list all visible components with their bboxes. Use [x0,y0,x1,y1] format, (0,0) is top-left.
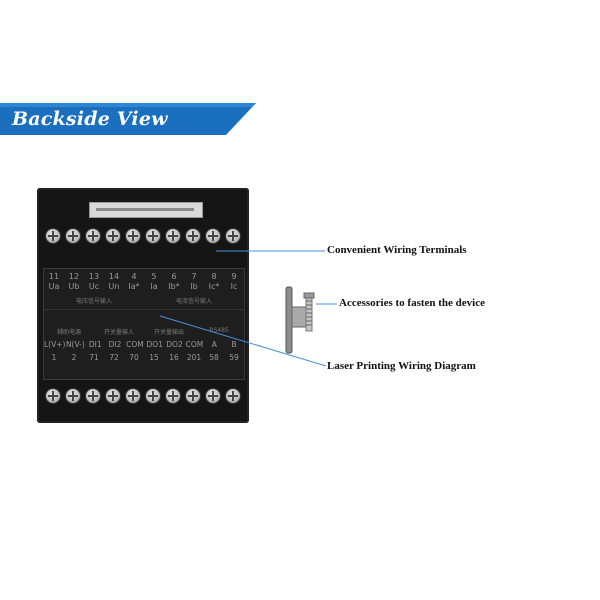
terminal-screw-icon [185,228,201,244]
banner-shape [0,103,256,135]
terminal-number: 5 [151,272,157,281]
terminal-number: 6 [171,272,177,281]
terminal-screw-icon [145,388,161,404]
terminal-signal: Ic [230,282,238,291]
terminal-number: 201 [186,353,202,362]
terminal-number: 70 [129,353,139,362]
terminal-signal: DO2 [166,340,183,349]
terminal-screw-icon [105,228,121,244]
terminal-group-label: 辅助电源 [56,329,81,336]
terminal-number: 8 [211,272,217,281]
terminal-number: 13 [88,272,100,281]
terminal-group-label: RS485 [209,327,229,334]
terminal-screw-icon [225,228,241,244]
terminal-signal: DI1 [88,340,102,349]
terminal-signal: Un [108,282,120,291]
terminal-screw-icon [65,388,81,404]
banner-title: Backside View [12,108,168,130]
terminal-number: 4 [131,272,137,281]
terminal-screw-icon [165,228,181,244]
terminal-signal: COM [185,340,204,349]
device-label-sticker [89,202,203,218]
section-banner: Backside View [0,103,260,135]
device-back-panel: 11 12 13 14 4 5 6 7 8 9 Ua Ub Uc Un Ia* … [37,188,249,423]
terminal-group-row-bottom: 辅助电源 开关量输入 开关量输出 RS485 [44,327,244,336]
terminal-screw-icon [145,228,161,244]
callout-wiring-terminals: Convenient Wiring Terminals [327,244,467,256]
terminal-screw-icon [185,388,201,404]
terminal-screw-icon [165,388,181,404]
terminal-signal: DO1 [146,340,163,349]
terminal-signal: Ib* [168,282,180,291]
terminal-number: 59 [229,353,239,362]
panel-divider [44,309,244,310]
terminal-number: 14 [108,272,120,281]
terminal-screw-icon [205,388,221,404]
terminal-screw-icon [205,228,221,244]
terminal-screw-icon [125,228,141,244]
terminal-signal-row-bottom: L(V+) N(V-) DI1 DI2 COM DO1 DO2 COM A B [44,340,244,349]
terminal-number: 1 [51,353,57,362]
terminal-signal: B [231,340,237,349]
terminal-signal: L(V+) [44,340,66,349]
terminal-group-label: 电流信号输入 [175,298,212,305]
terminal-number: 16 [169,353,179,362]
terminal-screw-icon [45,388,61,404]
terminal-group-label: 开关量输入 [103,329,134,336]
terminal-signal: A [211,340,217,349]
terminal-number: 58 [209,353,219,362]
terminal-group-row-top: 电压信号输入 电流信号输入 [44,296,244,305]
terminal-number: 2 [71,353,77,362]
terminal-signal: Ua [48,282,60,291]
terminal-number: 12 [68,272,80,281]
terminal-signal: DI2 [108,340,122,349]
terminal-number: 15 [149,353,159,362]
terminal-group-label: 电压信号输入 [75,298,112,305]
terminal-signal: Ia* [128,282,140,291]
wiring-diagram-panel: 11 12 13 14 4 5 6 7 8 9 Ua Ub Uc Un Ia* … [43,268,245,380]
bottom-terminal-row [37,388,249,404]
terminal-signal: N(V-) [65,340,85,349]
mounting-bracket-icon [285,286,315,354]
top-terminal-row [37,228,249,244]
terminal-screw-icon [225,388,241,404]
terminal-screw-icon [105,388,121,404]
terminal-signal: Ib [190,282,198,291]
terminal-number: 11 [48,272,60,281]
terminal-number-row-top: 11 12 13 14 4 5 6 7 8 9 [44,272,244,281]
terminal-signal: Ia [150,282,158,291]
terminal-number-row-bottom: 1 2 71 72 70 15 16 201 58 59 [44,353,244,362]
terminal-number: 72 [109,353,119,362]
terminal-number: 71 [89,353,99,362]
terminal-signal: Ic* [208,282,220,291]
terminal-screw-icon [85,388,101,404]
callout-wiring-diagram: Laser Printing Wiring Diagram [327,360,476,372]
callout-accessories: Accessories to fasten the device [339,297,486,309]
terminal-screw-icon [85,228,101,244]
terminal-number: 7 [191,272,197,281]
terminal-number: 9 [231,272,237,281]
terminal-screw-icon [125,388,141,404]
terminal-group-label: 开关量输出 [153,329,184,336]
terminal-signal: Uc [88,282,100,291]
terminal-signal: Ub [68,282,80,291]
terminal-signal-row-top: Ua Ub Uc Un Ia* Ia Ib* Ib Ic* Ic [44,282,244,291]
terminal-screw-icon [45,228,61,244]
terminal-screw-icon [65,228,81,244]
terminal-signal: COM [126,340,144,349]
